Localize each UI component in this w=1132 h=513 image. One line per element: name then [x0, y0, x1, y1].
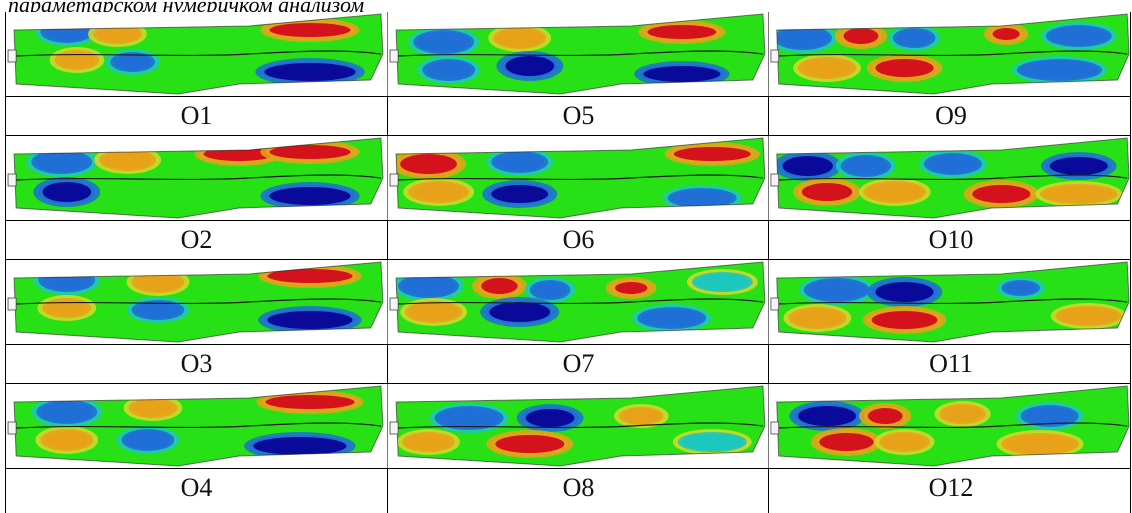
- image-row-4: [6, 384, 1130, 468]
- beam-render: [7, 261, 384, 343]
- beam-render: [7, 13, 384, 95]
- beam-render: [770, 13, 1130, 95]
- mode-image-O6: [387, 136, 769, 220]
- mode-image-O10: [768, 136, 1132, 220]
- mode-image-O8: [387, 384, 769, 468]
- mode-label: O8: [387, 469, 769, 513]
- image-row-1: [6, 12, 1130, 96]
- mode-label: O7: [387, 345, 769, 383]
- mode-label: O12: [768, 469, 1132, 513]
- mode-image-O2: [6, 136, 387, 220]
- mode-image-O5: [387, 12, 769, 96]
- image-row-3: [6, 260, 1130, 344]
- mode-label: O3: [180, 349, 213, 378]
- mode-shape-table: O1 O5 O9 O2 O6 O10 O3 O7 O11: [5, 12, 1131, 513]
- mode-label: O11: [768, 345, 1132, 383]
- label-row-4: O4 O8 O12: [6, 468, 1130, 513]
- mode-label: O9: [768, 97, 1132, 135]
- mode-label: O1: [180, 101, 213, 130]
- mode-image-O12: [768, 384, 1132, 468]
- mode-image-O4: [6, 384, 387, 468]
- caption: параметарском нумеричком анализом: [8, 0, 1128, 12]
- beam-render: [7, 137, 384, 219]
- label-row-3: O3 O7 O11: [6, 344, 1130, 384]
- mode-image-O9: [768, 12, 1132, 96]
- image-row-2: [6, 136, 1130, 220]
- mode-image-O7: [387, 260, 769, 344]
- mode-label: O2: [180, 225, 213, 254]
- mode-image-O3: [6, 260, 387, 344]
- mode-label: O10: [768, 221, 1132, 259]
- beam-render: [389, 137, 766, 219]
- mode-image-O11: [768, 260, 1132, 344]
- mode-label: O5: [387, 97, 769, 135]
- mode-label: O6: [387, 221, 769, 259]
- mode-image-O1: [6, 12, 387, 96]
- beam-render: [389, 13, 766, 95]
- beam-render: [770, 137, 1130, 219]
- label-row-1: O1 O5 O9: [6, 96, 1130, 136]
- mode-label: O4: [180, 473, 213, 502]
- beam-render: [389, 385, 766, 467]
- label-row-2: O2 O6 O10: [6, 220, 1130, 260]
- beam-render: [7, 385, 384, 467]
- beam-render: [770, 385, 1130, 467]
- beam-render: [770, 261, 1130, 343]
- beam-render: [389, 261, 766, 343]
